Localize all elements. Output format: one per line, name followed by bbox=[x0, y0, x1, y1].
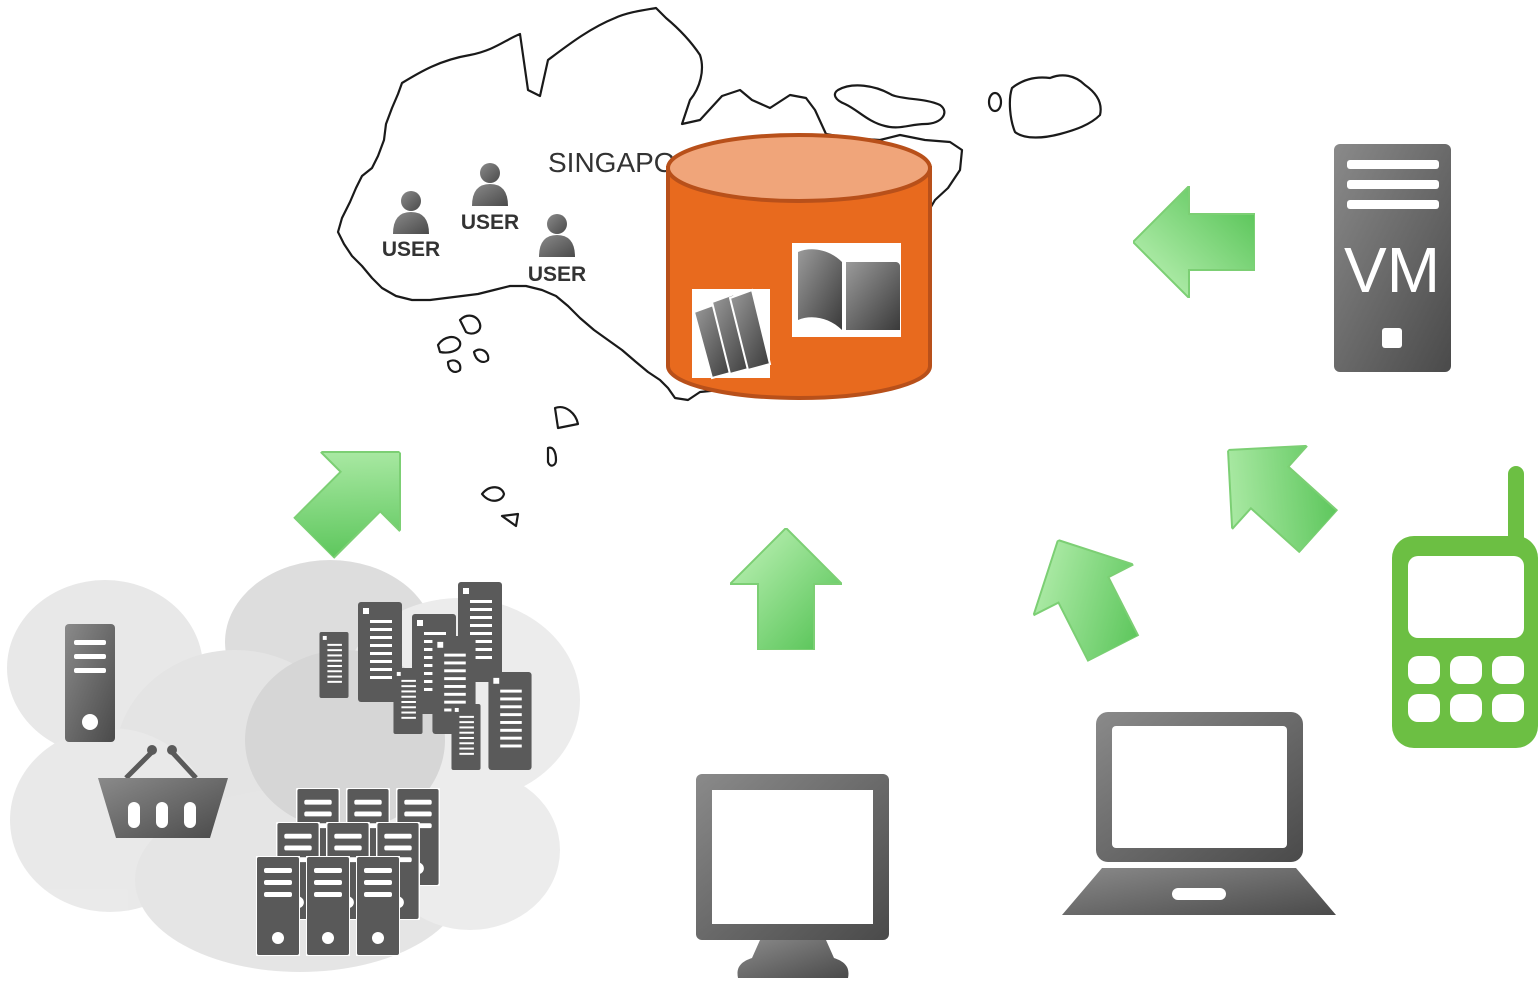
user-2: USER bbox=[461, 163, 519, 234]
user-label: USER bbox=[382, 238, 440, 261]
map-islet-1 bbox=[987, 91, 1003, 113]
map-islet-4 bbox=[472, 348, 490, 363]
arrow-from-vm bbox=[1133, 186, 1255, 298]
map-islet-3 bbox=[436, 335, 462, 354]
vm-label: VM bbox=[1344, 234, 1440, 306]
map-mainland-outline bbox=[336, 6, 964, 402]
map-islet-7 bbox=[546, 446, 558, 467]
map-islet-2 bbox=[458, 314, 482, 335]
user-1: USER bbox=[382, 191, 440, 261]
desktop-monitor-icon bbox=[696, 774, 889, 978]
map-islet-6 bbox=[553, 406, 580, 430]
user-icon bbox=[539, 214, 575, 257]
user-label: USER bbox=[461, 211, 519, 234]
user-label: USER bbox=[528, 263, 586, 286]
books-icon bbox=[692, 288, 772, 380]
map-islet-8 bbox=[480, 486, 506, 502]
mobile-phone-icon bbox=[1392, 466, 1538, 748]
arrow-from-monitor bbox=[730, 528, 842, 650]
laptop-icon bbox=[1062, 712, 1336, 915]
map-islet-9 bbox=[500, 512, 520, 528]
vm-server-icon: VM bbox=[1334, 144, 1451, 372]
cloud-datacenter-icon bbox=[7, 560, 580, 972]
user-3: USER bbox=[528, 214, 586, 286]
map-label: SINGAPO bbox=[548, 147, 676, 178]
user-icon bbox=[472, 163, 508, 206]
open-book-icon bbox=[792, 243, 901, 337]
singapore-map bbox=[336, 6, 1102, 528]
database-cylinder-icon bbox=[666, 133, 932, 400]
shopping-basket-icon bbox=[98, 745, 228, 838]
server-single bbox=[65, 624, 115, 742]
database-top bbox=[666, 133, 932, 203]
map-island-east bbox=[833, 84, 946, 129]
map-islet-5 bbox=[446, 359, 462, 373]
arrow-from-cloud bbox=[274, 412, 440, 578]
map-island-far-east bbox=[1008, 74, 1102, 139]
arrow-from-laptop bbox=[1008, 514, 1164, 675]
arrow-from-phone bbox=[1190, 408, 1357, 574]
user-icon bbox=[393, 191, 429, 234]
